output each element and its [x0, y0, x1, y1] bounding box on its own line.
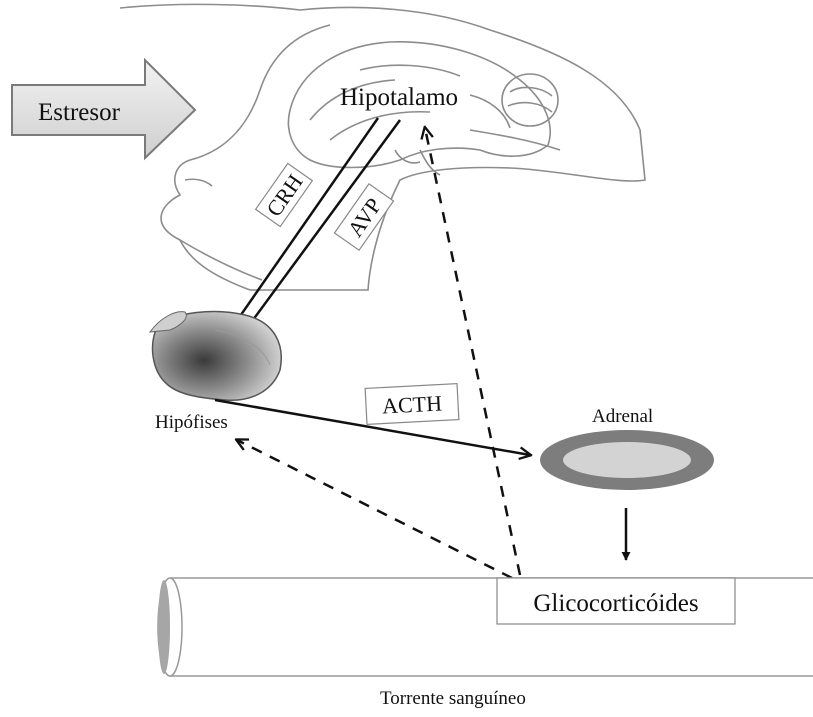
glucocorticoids-label: Glicocorticóides — [533, 590, 698, 617]
acth-label-box: ACTH — [365, 384, 459, 425]
adrenal-label: Adrenal — [592, 406, 653, 427]
feedback-arrow-to-hypothalamus — [425, 128, 520, 575]
hypothalamus-label: Hipotalamo — [340, 84, 458, 111]
feedback-arrow-to-pituitary — [237, 440, 512, 578]
stressor-label: Estresor — [38, 99, 121, 126]
head-outline — [120, 4, 645, 290]
animal-head-illustration — [120, 4, 645, 290]
pituitary-label: Hipófises — [155, 412, 228, 433]
pituitary-gland-illustration — [150, 312, 281, 401]
cerebellum — [502, 74, 558, 126]
adrenal-gland — [540, 430, 714, 490]
stressor-arrow: Estresor — [12, 60, 195, 158]
bloodstream-label: Torrente sanguíneo — [380, 688, 526, 709]
head-lower-outline — [180, 240, 262, 280]
acth-label: ACTH — [381, 390, 442, 418]
glucocorticoids-box: Glicocorticóides — [497, 578, 735, 624]
nostril — [185, 179, 212, 186]
crh-label-box: CRH — [256, 163, 313, 226]
